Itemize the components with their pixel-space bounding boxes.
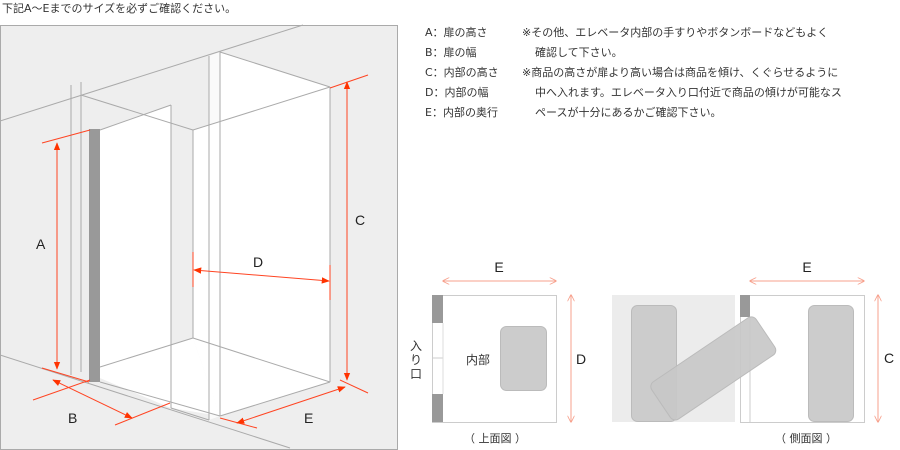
inside-label: 内部 — [466, 352, 490, 367]
label-a: A — [36, 236, 46, 252]
label-c: C — [355, 212, 365, 228]
top-d-label: D — [576, 351, 586, 367]
top-view: 内部 入 り 口 E D （ 上面図 ） — [410, 259, 586, 445]
note-line: ※その他、エレベータ内部の手すりやボタンボードなどもよく — [522, 25, 828, 39]
label-b: B — [68, 410, 77, 426]
note-line: 中へ入れます。エレベータ入り口付近で商品の傾けが可能なス — [535, 85, 842, 99]
legend-d: D：内部の幅 — [425, 85, 488, 99]
page-title: 下記A～Eまでのサイズを必ずご確認ください。 — [2, 1, 236, 15]
item-inside — [808, 305, 854, 422]
legend: A：扉の高さ B：扉の幅 C：内部の高さ D：内部の幅 E：内部の奥行 ※その他… — [425, 25, 842, 119]
top-view-caption: （ 上面図 ） — [464, 432, 526, 445]
item-box — [500, 326, 547, 391]
note-line: ※商品の高さが扉より高い場合は商品を傾け、くぐらせるように — [522, 65, 838, 79]
note-line: ペースが十分にあるかご確認下さい。 — [535, 105, 721, 119]
side-e-label: E — [802, 259, 811, 275]
label-e: E — [304, 410, 313, 426]
elevator-3d-view — [0, 24, 398, 450]
top-e-label: E — [494, 259, 503, 275]
side-view: E C （ 側面図 ） — [612, 259, 894, 445]
legend-e: E：内部の奥行 — [425, 105, 498, 119]
item-tilted — [650, 316, 777, 421]
dimension-lines: A B C D E — [32, 74, 369, 429]
legend-c: C：内部の高さ — [425, 65, 499, 79]
door-side-panel — [89, 129, 100, 382]
entrance-char: り — [410, 353, 422, 367]
legend-b: B：扉の幅 — [425, 46, 477, 59]
legend-a: A：扉の高さ — [425, 25, 488, 39]
note-line: 確認して下さい。 — [535, 45, 623, 59]
side-c-label: C — [884, 350, 894, 366]
label-d: D — [253, 254, 263, 270]
side-view-caption: （ 側面図 ） — [775, 432, 837, 445]
entrance-char: 入 — [410, 339, 422, 353]
entrance-char: 口 — [410, 367, 422, 381]
